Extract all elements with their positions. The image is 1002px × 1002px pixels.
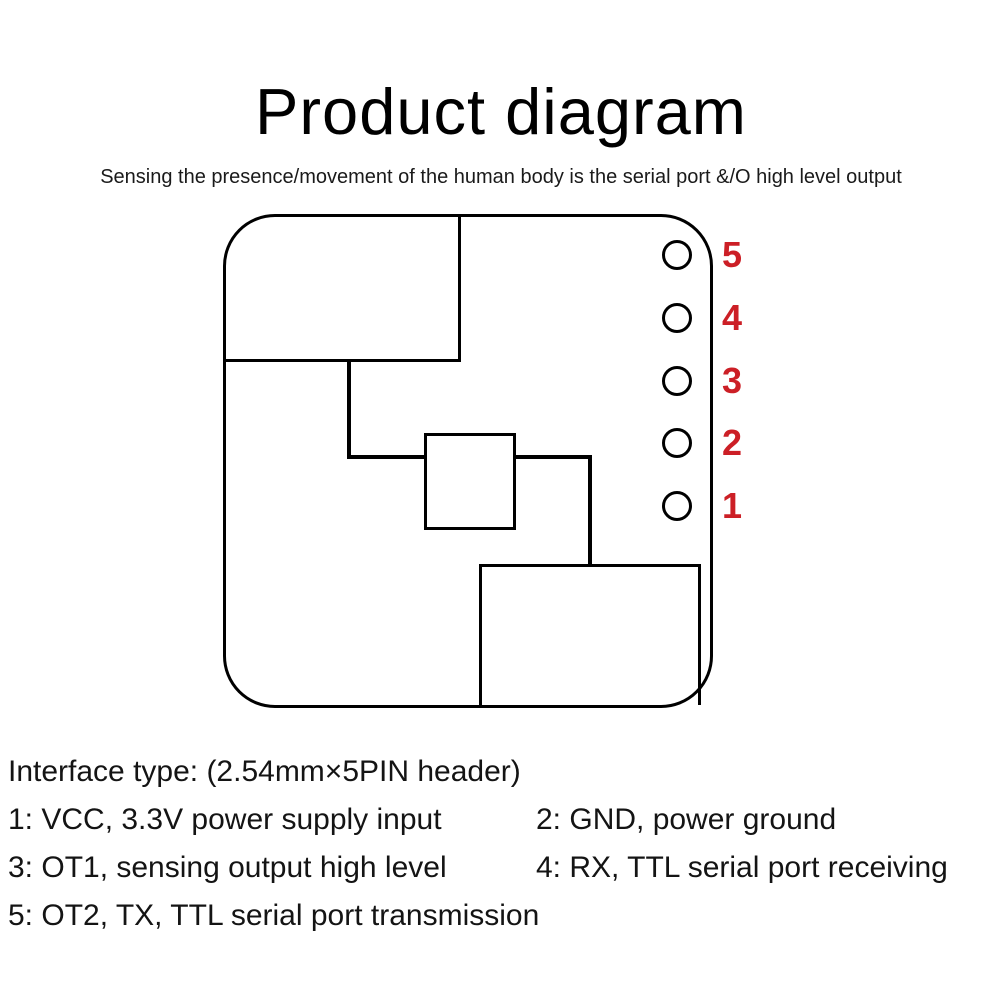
pin-hole-icon xyxy=(662,427,692,458)
component-outline-top-left xyxy=(226,217,461,362)
module-board-outline: 5 4 3 2 1 xyxy=(223,214,742,708)
legend-item-ot1: 3: OT1, sensing output high level xyxy=(8,851,447,884)
pin-row-1: 1 xyxy=(662,484,743,526)
component-outline-bottom-right xyxy=(479,564,701,705)
legend-row-1: 1: VCC, 3.3V power supply input 2: GND, … xyxy=(8,796,1000,844)
pin-label-5: 5 xyxy=(722,233,743,275)
trace-line-horizontal-1 xyxy=(347,455,427,459)
pin-row-2: 2 xyxy=(662,421,743,463)
pin-label-2: 2 xyxy=(722,421,743,463)
pin-hole-icon xyxy=(662,239,692,270)
legend-item-rx: 4: RX, TTL serial port receiving xyxy=(536,851,948,884)
interface-type-text: Interface type: (2.54mm×5PIN header) xyxy=(8,755,521,788)
trace-line-horizontal-2 xyxy=(515,455,591,459)
subtitle: Sensing the presence/movement of the hum… xyxy=(100,166,902,188)
pin-hole-icon xyxy=(662,365,692,396)
pin-label-4: 4 xyxy=(722,296,743,338)
pin-label-3: 3 xyxy=(722,359,743,401)
pin-row-3: 3 xyxy=(662,359,743,401)
legend-item-ot2: 5: OT2, TX, TTL serial port transmission xyxy=(8,899,540,932)
pin-row-5: 5 xyxy=(662,233,743,275)
pin-label-1: 1 xyxy=(722,484,743,526)
page-title: Product diagram xyxy=(255,75,747,148)
trace-line-vertical-1 xyxy=(347,359,351,457)
component-outline-center-chip xyxy=(424,433,516,530)
interface-type-line: Interface type: (2.54mm×5PIN header) xyxy=(8,748,1000,796)
legend-item-vcc: 1: VCC, 3.3V power supply input xyxy=(8,803,442,836)
legend-row-3: 5: OT2, TX, TTL serial port transmission xyxy=(8,892,1000,940)
legend-row-2: 3: OT1, sensing output high level 4: RX,… xyxy=(8,844,1000,892)
legend: Interface type: (2.54mm×5PIN header) 1: … xyxy=(8,748,1000,940)
pin-hole-icon xyxy=(662,490,692,521)
pin-hole-icon xyxy=(662,302,692,333)
pin-row-4: 4 xyxy=(662,296,743,338)
legend-item-gnd: 2: GND, power ground xyxy=(536,803,837,836)
trace-line-vertical-2 xyxy=(588,455,592,567)
